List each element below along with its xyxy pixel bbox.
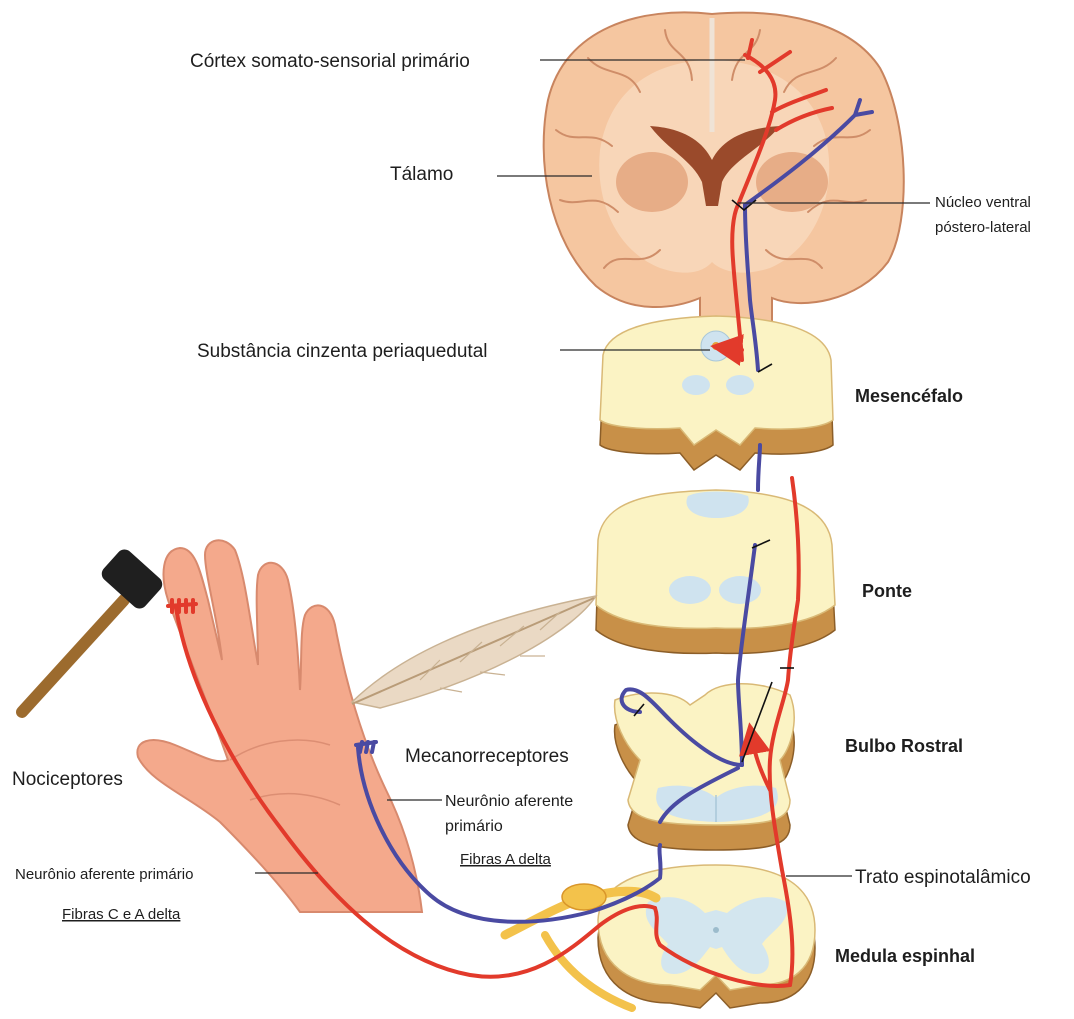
thalamus-left [616, 152, 688, 212]
label-vpl-line2: póstero-lateral [935, 219, 1031, 236]
label-afferent-left: Neurônio aferente primário [15, 866, 193, 883]
midbrain-section [600, 316, 833, 470]
label-mechanoreceptors: Mecanorreceptores [405, 746, 569, 767]
label-nociceptors: Nociceptores [12, 769, 123, 790]
periaqueductal-gray-dot [712, 342, 720, 350]
label-afferent-right-line1: Neurônio aferente [445, 793, 573, 810]
midbrain-nucleus-right [726, 375, 754, 395]
label-fibers-right: Fibras A delta [460, 851, 552, 868]
ganglion-body [562, 884, 606, 910]
hand-shape [137, 540, 422, 912]
label-fibers-left: Fibras C e A delta [62, 906, 181, 923]
hammer-handle [22, 600, 124, 712]
blue-pons-to-midbrain [758, 445, 760, 490]
hand [137, 540, 422, 912]
label-afferent-right-line2: primário [445, 818, 503, 835]
label-thalamus: Tálamo [390, 164, 453, 185]
label-medulla: Bulbo Rostral [845, 736, 963, 756]
label-spinal-cord: Medula espinhal [835, 946, 975, 966]
label-vpl-line1: Núcleo ventral [935, 194, 1031, 211]
hammer-head [98, 546, 165, 612]
medulla-section [615, 684, 795, 850]
hammer [22, 546, 166, 712]
central-canal [713, 927, 719, 933]
label-midbrain: Mesencéfalo [855, 386, 963, 406]
feather [352, 596, 596, 708]
label-pag: Substância cinzenta periaquedutal [197, 341, 487, 362]
label-cortex: Córtex somato-sensorial primário [190, 51, 470, 72]
midbrain-nucleus-left [682, 375, 710, 395]
pons-nucleus-right [719, 576, 761, 604]
brain-coronal-section [544, 12, 904, 322]
label-spinothalamic: Trato espinotalâmico [855, 867, 1031, 888]
pons-nucleus-left [669, 576, 711, 604]
label-pons: Ponte [862, 581, 912, 601]
